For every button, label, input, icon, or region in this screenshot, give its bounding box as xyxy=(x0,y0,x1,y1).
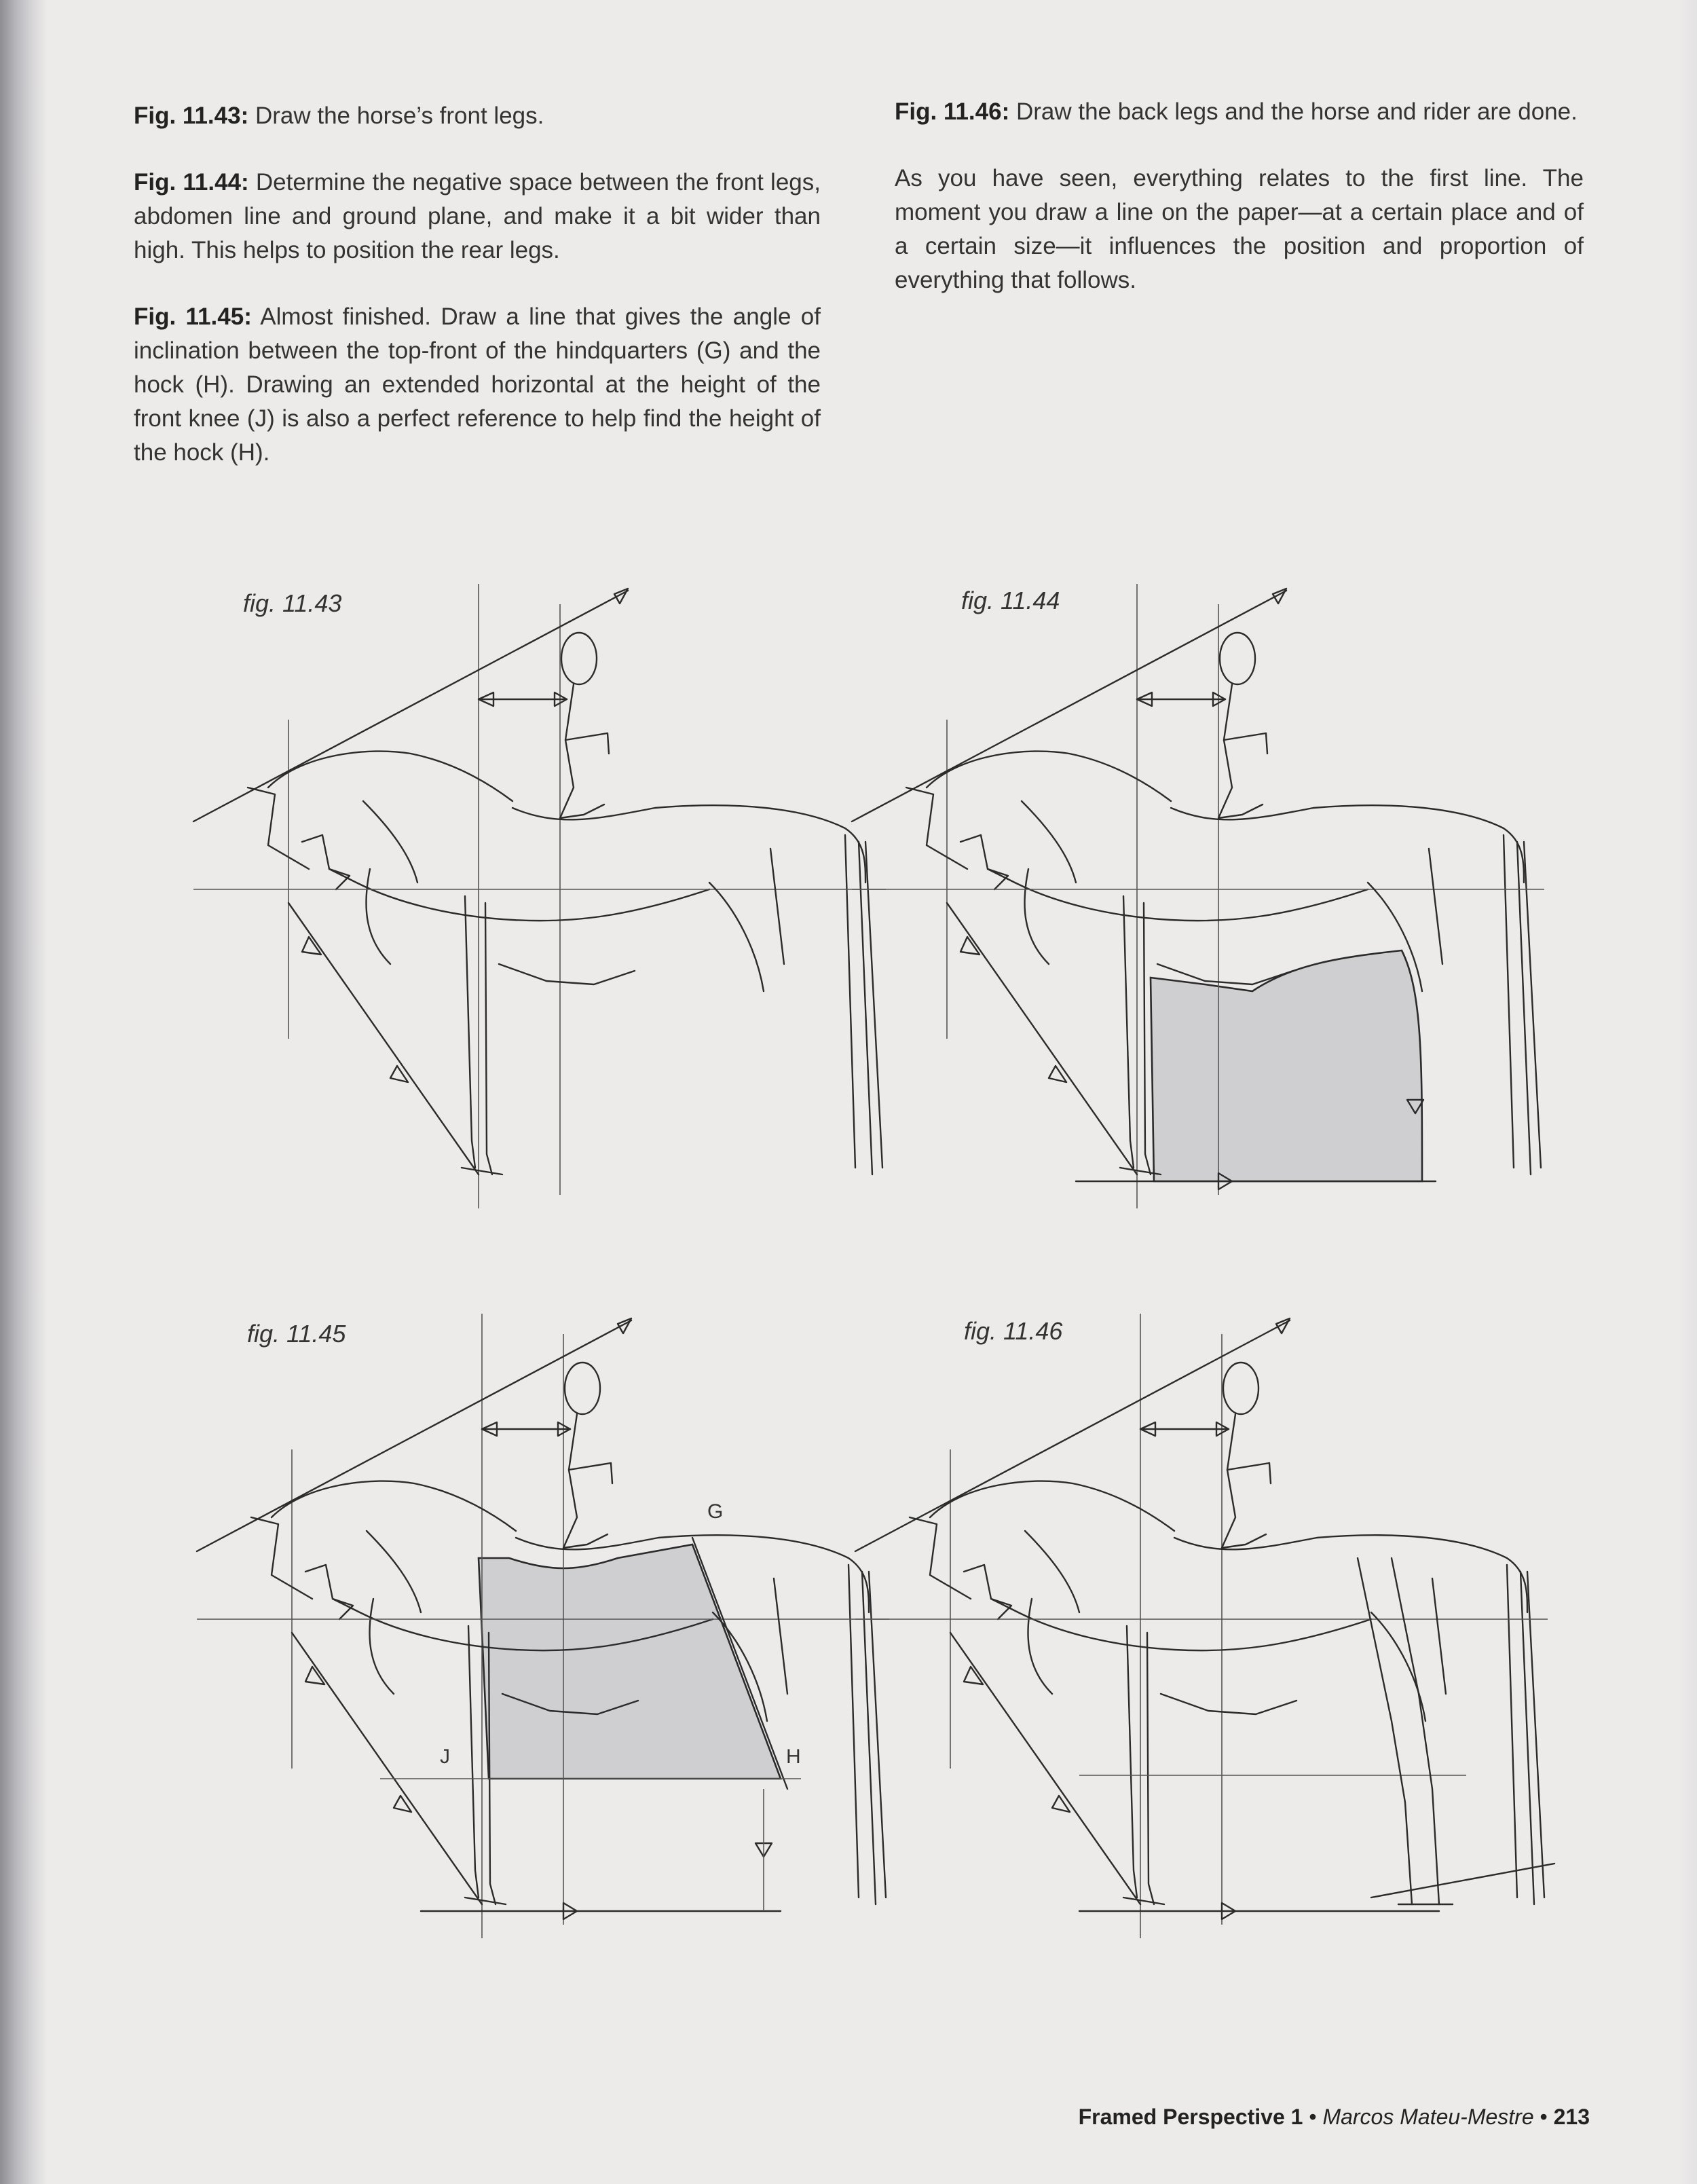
label-j: J xyxy=(440,1745,450,1768)
horse-sketch-fig-11-43 xyxy=(193,584,886,1208)
author-name: Marcos Mateu-Mestre xyxy=(1322,2105,1533,2129)
footer-separator: • xyxy=(1309,2105,1316,2129)
page-footer: Framed Perspective 1 • Marcos Mateu-Mest… xyxy=(1079,2105,1590,2130)
hindquarter-shade xyxy=(479,1544,781,1779)
footer-separator: • xyxy=(1540,2105,1548,2129)
label-g: G xyxy=(707,1500,723,1523)
horse-sketch-fig-11-46 xyxy=(855,1314,1554,1938)
horse-sketch-fig-11-44 xyxy=(852,584,1544,1208)
label-h: H xyxy=(786,1745,801,1768)
negative-space-shade xyxy=(1151,950,1422,1181)
page-number: 213 xyxy=(1554,2105,1590,2129)
book-title: Framed Perspective 1 xyxy=(1079,2105,1303,2129)
horse-sketch-fig-11-45: G J H xyxy=(197,1314,889,1938)
